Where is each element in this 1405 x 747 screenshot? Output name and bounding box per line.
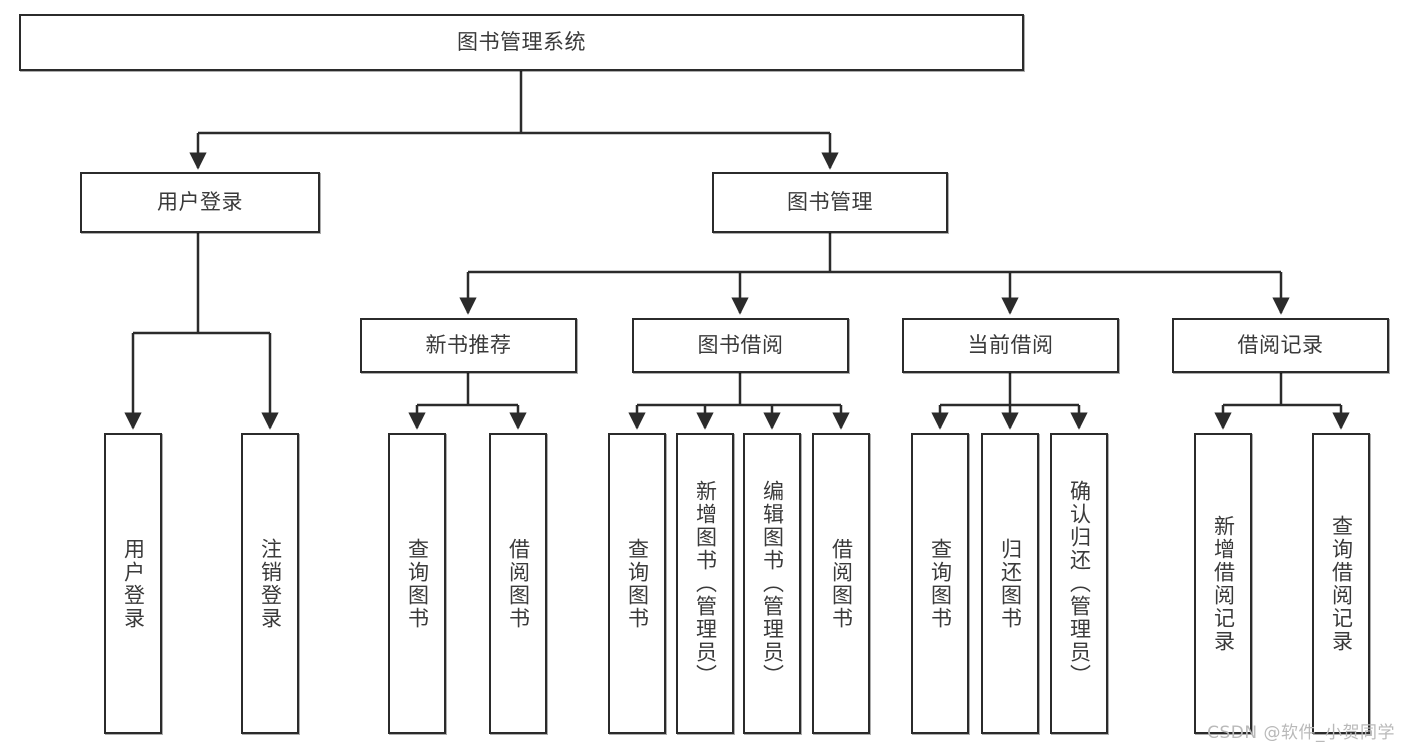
node-label: 用户登录: [157, 189, 243, 214]
node-label: 当前借阅: [967, 332, 1054, 357]
node-leaf-edit-book[interactable]: 编辑图书（管理员）: [743, 433, 801, 734]
node-leaf-borrow-book-1[interactable]: 借阅图书: [489, 433, 547, 734]
node-leaf-add-book[interactable]: 新增图书（管理员）: [676, 433, 734, 734]
node-label: 图书借阅: [697, 332, 784, 357]
node-leaf-query-record[interactable]: 查询借阅记录: [1312, 433, 1370, 734]
node-borrow-record[interactable]: 借阅记录: [1172, 318, 1389, 373]
node-label: 借阅图书: [506, 537, 531, 630]
node-new-book-recommend[interactable]: 新书推荐: [360, 318, 577, 373]
node-label: 编辑图书（管理员）: [760, 480, 785, 687]
node-leaf-add-record[interactable]: 新增借阅记录: [1194, 433, 1252, 734]
node-book-borrow[interactable]: 图书借阅: [632, 318, 849, 373]
node-label: 借阅记录: [1237, 332, 1324, 357]
node-label: 查询借阅记录: [1329, 514, 1354, 653]
node-label: 查询图书: [405, 537, 430, 630]
node-leaf-query-book-3[interactable]: 查询图书: [911, 433, 969, 734]
node-label: 查询图书: [928, 537, 953, 630]
node-leaf-borrow-book-2[interactable]: 借阅图书: [812, 433, 870, 734]
node-label: 图书管理: [787, 189, 873, 214]
node-book-management[interactable]: 图书管理: [712, 172, 948, 233]
node-label: 用户登录: [121, 537, 146, 630]
node-leaf-user-login[interactable]: 用户登录: [104, 433, 162, 734]
node-leaf-user-logout[interactable]: 注销登录: [241, 433, 299, 734]
csdn-watermark: CSDN @软件_小贺同学: [1207, 723, 1395, 743]
node-current-borrow[interactable]: 当前借阅: [902, 318, 1119, 373]
node-leaf-query-book-2[interactable]: 查询图书: [608, 433, 666, 734]
node-root-book-management-system[interactable]: 图书管理系统: [19, 14, 1024, 71]
node-label: 借阅图书: [829, 537, 854, 630]
node-label: 图书管理系统: [457, 29, 586, 54]
node-label: 新增借阅记录: [1211, 514, 1236, 653]
node-label: 确认归还（管理员）: [1067, 480, 1092, 687]
node-user-login[interactable]: 用户登录: [80, 172, 320, 233]
node-label: 新书推荐: [425, 332, 512, 357]
node-label: 归还图书: [998, 537, 1023, 630]
node-label: 新增图书（管理员）: [693, 480, 718, 687]
node-label: 查询图书: [625, 537, 650, 630]
node-label: 注销登录: [258, 537, 283, 630]
node-leaf-confirm-return[interactable]: 确认归还（管理员）: [1050, 433, 1108, 734]
node-leaf-query-book-1[interactable]: 查询图书: [388, 433, 446, 734]
node-leaf-return-book[interactable]: 归还图书: [981, 433, 1039, 734]
